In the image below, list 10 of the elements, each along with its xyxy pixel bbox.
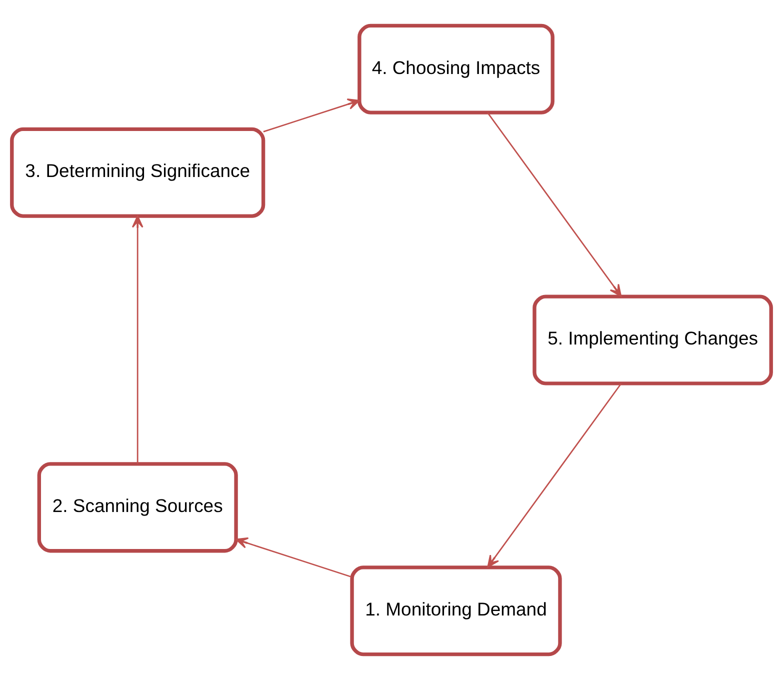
arrow: [235, 536, 352, 578]
node-box: 5. Implementing Changes: [532, 294, 773, 385]
arrow: [263, 98, 360, 132]
node-box: 1. Monitoring Demand: [350, 565, 562, 656]
node-box: 2. Scanning Sources: [37, 462, 238, 552]
arrow: [487, 112, 622, 296]
node-box: 3. Determining Significance: [10, 126, 266, 218]
arrow: [487, 382, 622, 568]
node-box: 4. Choosing Impacts: [358, 23, 554, 114]
arrow: [132, 214, 144, 464]
